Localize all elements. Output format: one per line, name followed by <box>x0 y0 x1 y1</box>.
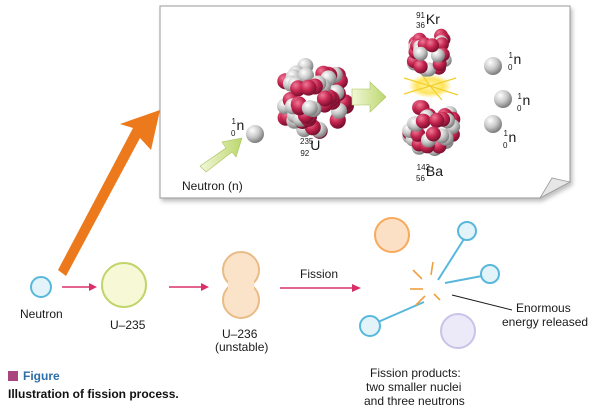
product-neutron-1 <box>457 221 477 241</box>
product-nucleus-purple <box>440 313 476 349</box>
incoming-arrow <box>199 137 243 173</box>
neutron-circle <box>30 276 52 298</box>
caption-description: Illustration of fission process. <box>8 387 179 401</box>
incoming-neutron <box>246 125 264 143</box>
released-neutron-1 <box>484 57 502 75</box>
neutron-caption: Neutron (n) <box>182 179 243 193</box>
connector-arrow <box>58 110 160 276</box>
energy-pointer <box>451 294 513 311</box>
product-neutron-3 <box>359 315 381 337</box>
products-line1: Fission products: <box>370 366 461 380</box>
arrow-head-2 <box>201 283 209 291</box>
products-line2: two smaller nuclei <box>366 380 461 394</box>
nucleon-ball <box>415 113 431 129</box>
nucleon-ball <box>298 67 314 84</box>
figure-caption: Figure Illustration of fission process. <box>8 367 179 401</box>
energy-rays <box>410 261 441 306</box>
nucleon-ball <box>301 100 318 117</box>
nucleon-ball <box>425 126 441 142</box>
nucleon-ball <box>413 46 428 61</box>
product-neutron-2 <box>480 264 500 284</box>
page-curl <box>538 177 572 200</box>
nucleon-ball <box>300 79 317 96</box>
released-neutron-2 <box>494 90 512 108</box>
u235-nucleus <box>101 262 147 308</box>
reaction-arrow <box>351 81 387 113</box>
u235-label: U–235 <box>110 318 146 332</box>
energy-label-line1: Enormous <box>516 301 571 315</box>
product-nucleus-orange <box>374 217 410 253</box>
nucleon-ball <box>430 48 445 63</box>
nucleon-ball <box>316 90 333 107</box>
nucleon-ball <box>429 112 445 128</box>
u236-nucleus <box>222 251 260 319</box>
neutron-label: Neutron <box>20 307 63 321</box>
u236-sublabel: (unstable) <box>215 340 268 354</box>
arrow-head-1 <box>89 283 97 291</box>
uranium-nucleus <box>277 58 354 139</box>
nucleon-ball <box>425 38 440 53</box>
fission-label: Fission <box>300 267 338 281</box>
barium-nucleus <box>402 100 461 157</box>
bottom-process-row: Neutron U–235 U–236 (unstable) Fission <box>20 217 588 408</box>
u236-label: U–236 <box>222 327 258 341</box>
caption-title: Figure <box>23 368 60 383</box>
neutron-trail-2 <box>444 275 483 284</box>
products-line3: and three neutrons <box>364 394 465 408</box>
fission-arrow-head <box>352 284 361 292</box>
caption-marker <box>8 370 18 381</box>
krypton-nucleus <box>406 28 452 77</box>
nucleon-ball <box>413 59 428 74</box>
energy-label-line2: energy released <box>502 315 588 329</box>
neutron-trail-1 <box>437 238 465 281</box>
released-neutron-3 <box>484 115 502 133</box>
